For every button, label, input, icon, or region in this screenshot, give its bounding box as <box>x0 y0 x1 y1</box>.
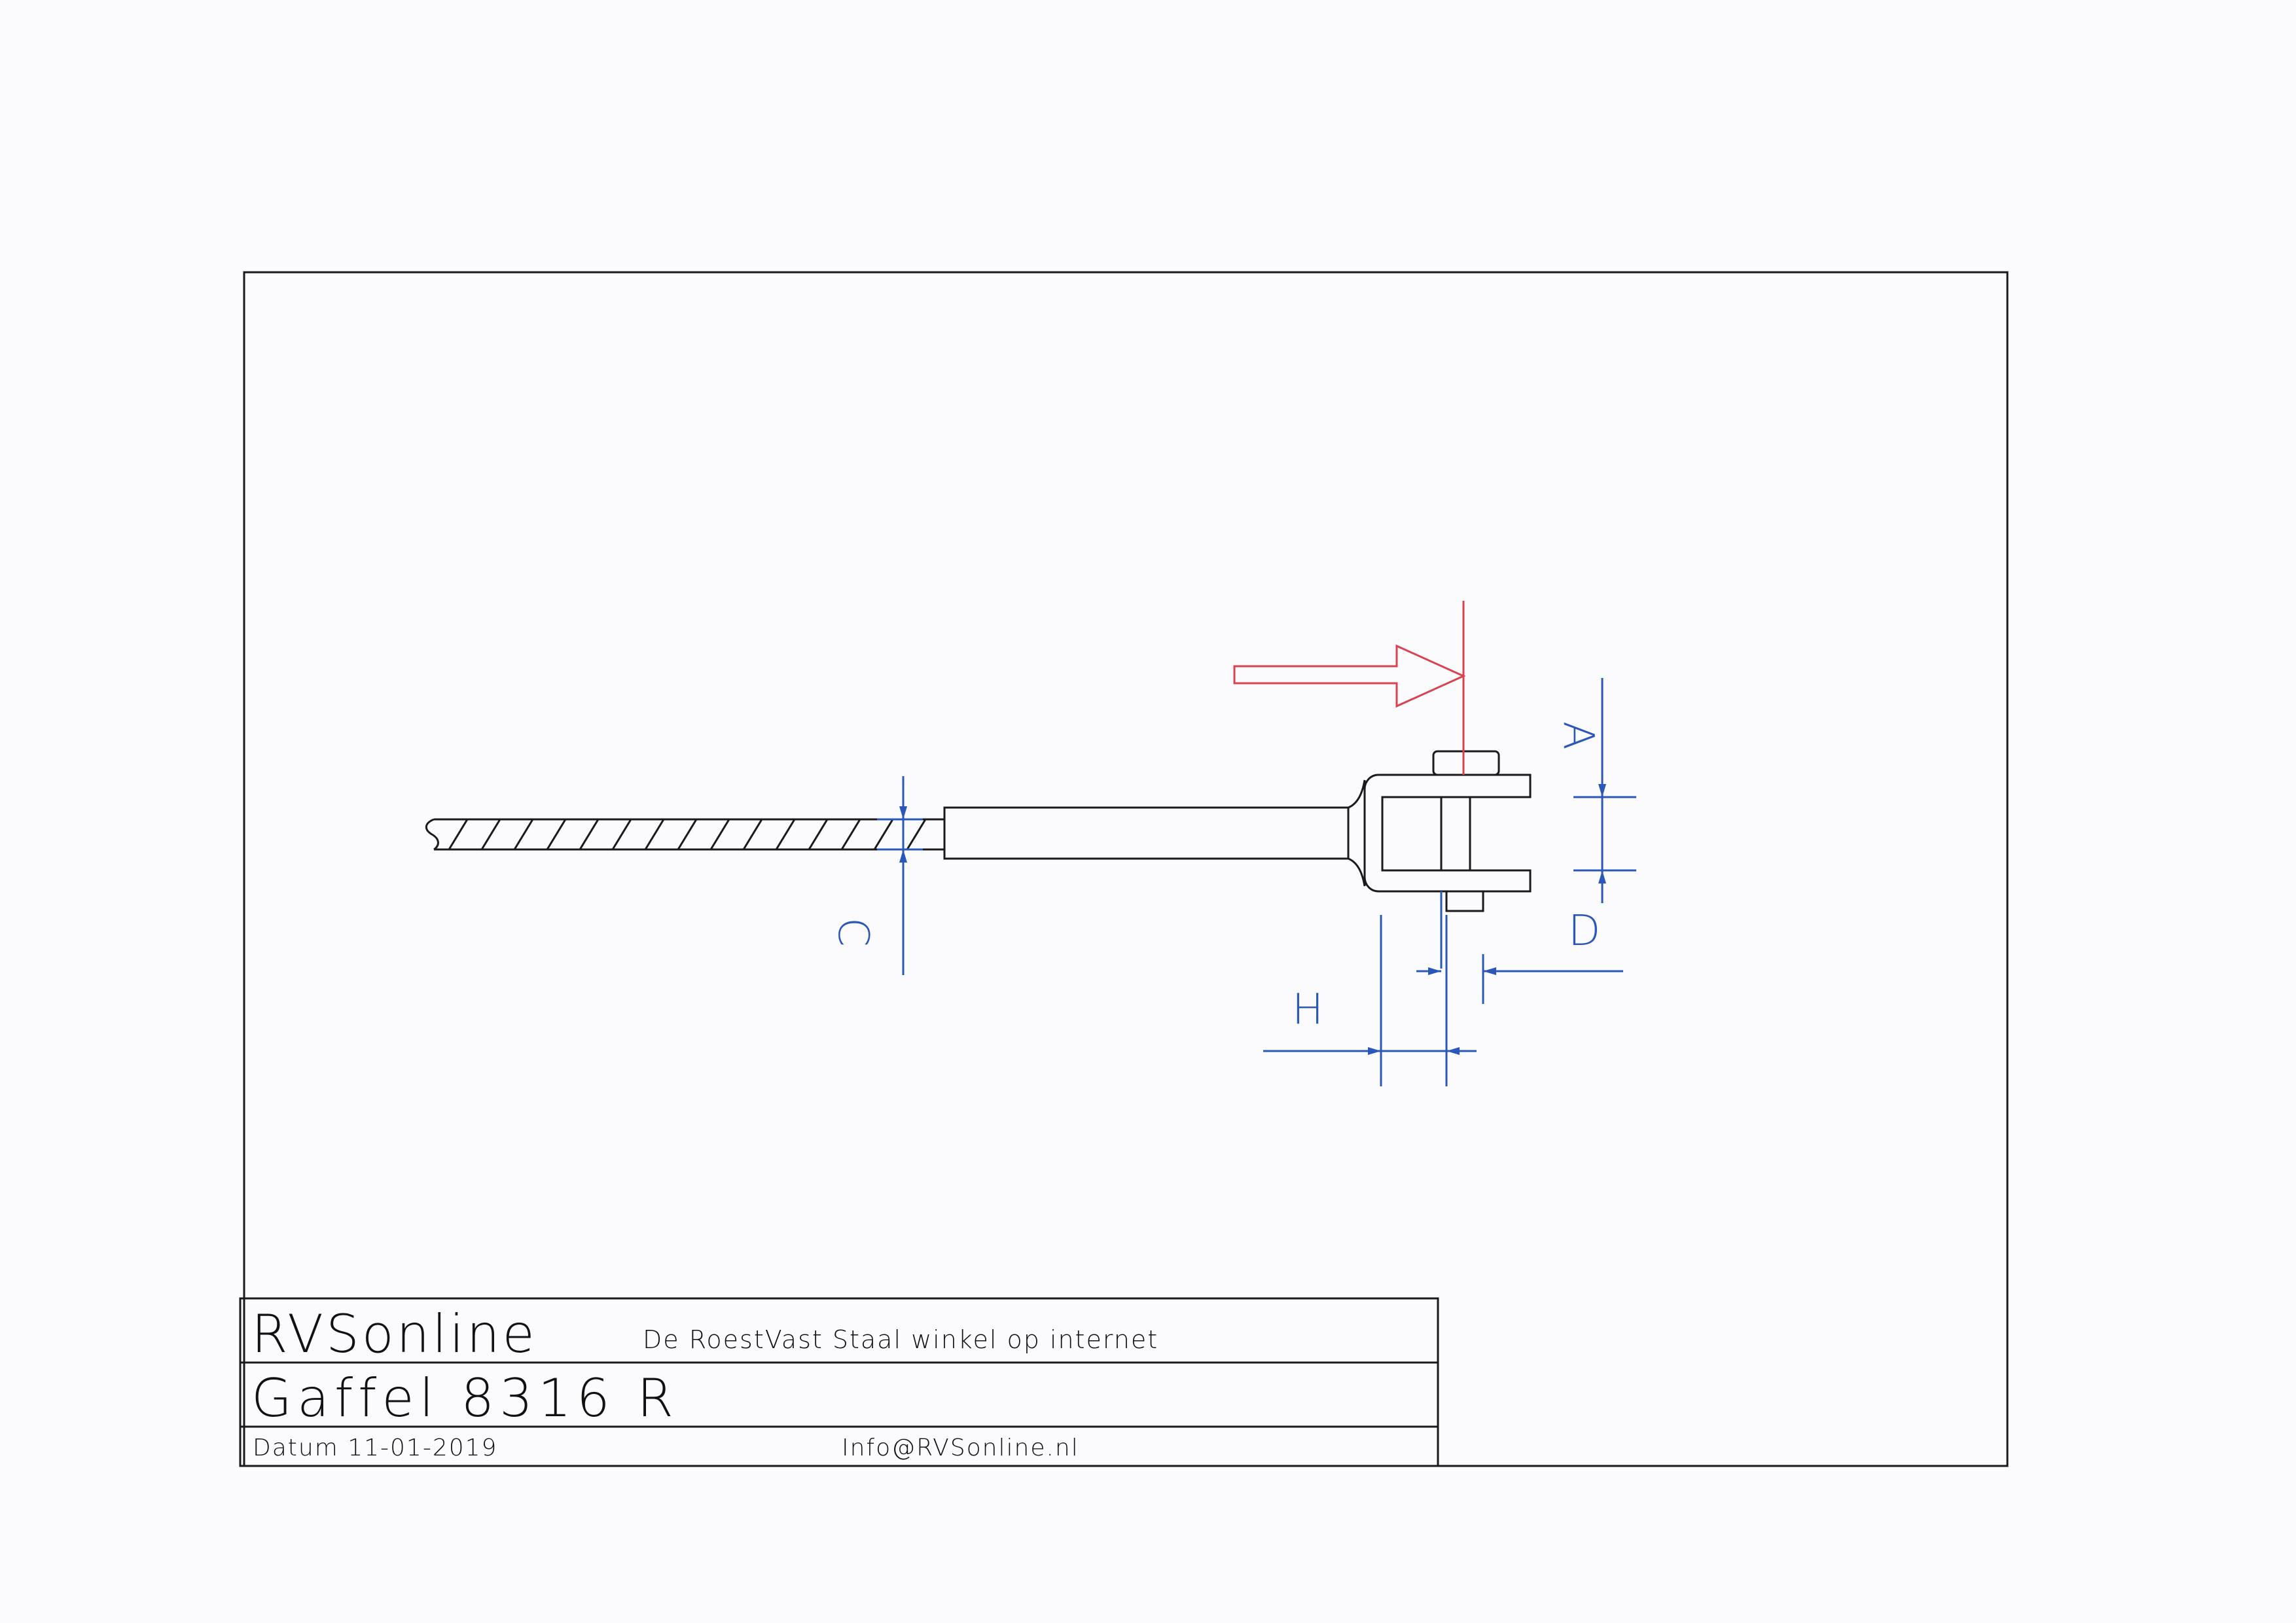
wire-rope <box>425 818 944 851</box>
dimension-c <box>877 776 923 975</box>
company-name: RVSonline <box>251 1304 537 1364</box>
red-pointer-arrow <box>1233 601 1466 775</box>
part-name: Gaffel 8316 R <box>251 1368 679 1429</box>
dimension-a <box>1573 678 1636 903</box>
dimension-label-h: H <box>1292 986 1323 1034</box>
company-tagline: De RoestVast Staal winkel op internet <box>643 1325 1158 1354</box>
dimension-label-c: C <box>829 918 877 947</box>
dimension-label-d: D <box>1568 907 1600 955</box>
dimension-d <box>1416 891 1623 1004</box>
dimension-h <box>1263 915 1477 1086</box>
title-block <box>239 1297 1439 1467</box>
drawing-frame <box>243 271 2009 1467</box>
fork-clevis <box>1348 750 1532 912</box>
contact-email: Info@RVSonline.nl <box>842 1435 1079 1461</box>
drawing-date: Datum 11-01-2019 <box>253 1435 497 1461</box>
dimension-label-a: A <box>1554 721 1602 750</box>
swage-sleeve <box>943 806 1350 860</box>
